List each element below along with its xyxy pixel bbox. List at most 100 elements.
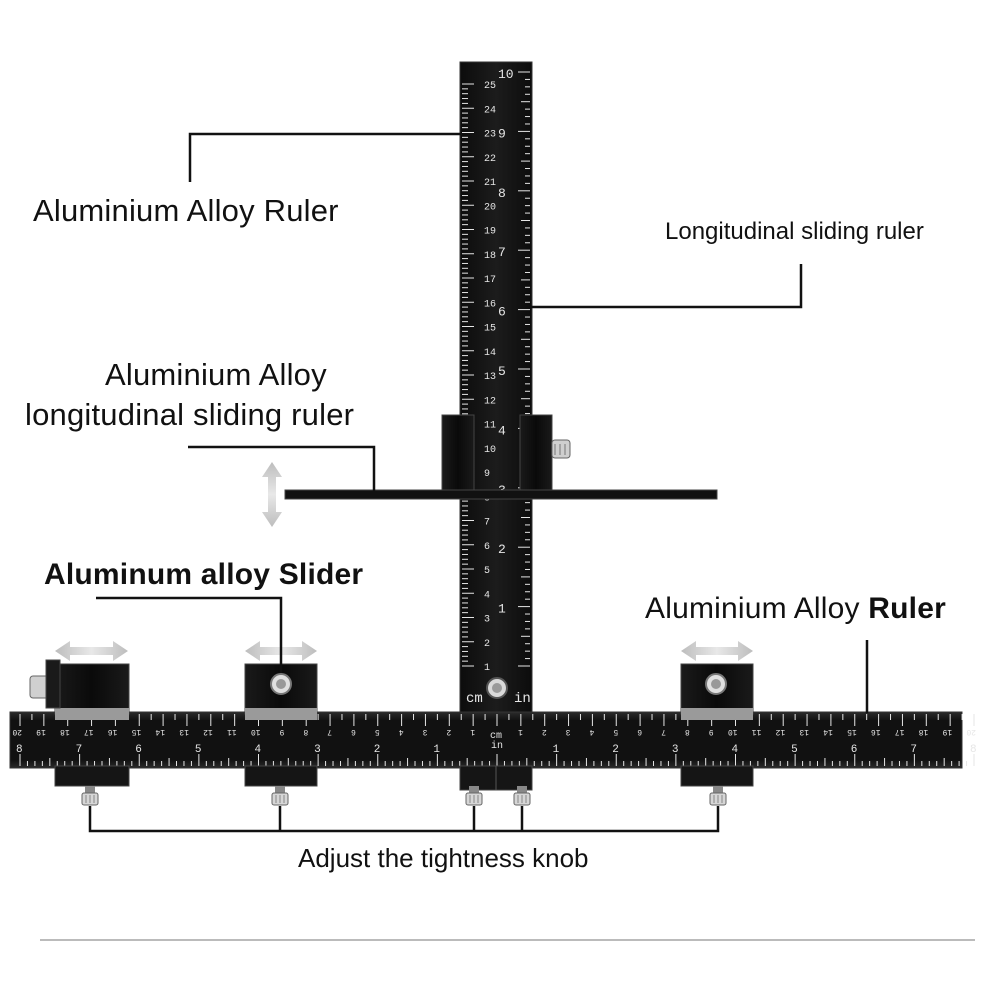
horizontal-cm-label: 4 [589,727,594,736]
tightness-knob-icon[interactable] [271,786,289,806]
leader-crossbar [188,445,376,491]
horizontal-cm-label: 15 [847,727,857,736]
tightness-knob-icon[interactable] [513,786,531,806]
horizontal-ruler-body [9,711,963,769]
horizontal-cm-label: 18 [60,727,70,736]
vertical-cm-label: 2 [484,639,490,650]
horizontal-cm-label: 11 [227,727,237,736]
horizontal-cm-label: 14 [155,727,165,736]
vertical-cm-label: 25 [484,81,496,92]
vertical-in-label: 9 [498,126,506,141]
label-knob: Adjust the tightness knob [298,843,589,873]
slider-3[interactable] [680,663,754,720]
vertical-ruler-ticks: 2524232221201918171615141312111098765432… [462,67,530,674]
horizontal-ruler-in-unit: in [491,740,503,752]
horizontal-in-label: 8 [970,744,977,756]
horizontal-cm-label: 2 [542,727,547,736]
horizontal-cm-label: 3 [566,727,571,736]
horizontal-cm-label: 6 [351,727,356,736]
vertical-in-label: 7 [498,245,506,260]
leader-lines [88,132,869,833]
horizontal-cm-label: 15 [131,727,141,736]
sliding-crossbar [284,414,718,500]
horizontal-cm-label: 7 [327,727,332,736]
tightness-knob-icon[interactable] [81,786,99,806]
horizontal-cm-label: 5 [375,727,380,736]
label-slider: Aluminum alloy Slider [44,558,364,591]
horizontal-cm-label: 5 [613,727,618,736]
leader-slider [96,596,283,673]
leader-top-ruler [188,132,462,182]
horizontal-in-label: 6 [851,744,858,756]
horizontal-cm-label: 17 [84,727,94,736]
crossbar [284,489,718,500]
horizontal-cm-label: 8 [303,727,308,736]
horizontal-cm-label: 12 [775,727,785,736]
vertical-cm-label: 19 [484,227,496,238]
label-longitudinal-ruler: Longitudinal sliding ruler [665,218,924,245]
horizontal-in-label: 2 [374,744,381,756]
horizontal-in-label: 6 [135,744,142,756]
vertical-cm-label: 5 [484,566,490,577]
vertical-in-label: 8 [498,186,506,201]
vertical-cm-label: 21 [484,178,496,189]
double-arrow-horizontal-icon [681,641,753,661]
horizontal-cm-label: 4 [399,727,404,736]
label-top-ruler: Aluminium Alloy Ruler [33,193,339,228]
horizontal-cm-label: 2 [446,727,451,736]
label-bottom-ruler-part2: Ruler [868,592,946,625]
horizontal-cm-label: 9 [709,727,714,736]
horizontal-in-label: 7 [910,744,917,756]
vertical-cm-label: 10 [484,445,496,456]
under-clamps [54,765,754,791]
horizontal-in-label: 5 [195,744,202,756]
horizontal-cm-label: 9 [279,727,284,736]
vertical-in-label: 1 [498,602,506,617]
horizontal-cm-label: 11 [752,727,762,736]
horizontal-cm-label: 13 [179,727,189,736]
vertical-cm-label: 24 [484,105,496,116]
horizontal-cm-label: 8 [685,727,690,736]
vertical-cm-label: 16 [484,299,496,310]
horizontal-in-label: 4 [255,744,262,756]
horizontal-in-label: 1 [433,744,440,756]
vertical-cm-label: 7 [484,518,490,529]
horizontal-cm-label: 14 [823,727,833,736]
double-arrow-vertical-icon [262,462,282,527]
horizontal-cm-label: 13 [799,727,809,736]
vertical-cm-label: 3 [484,615,490,626]
label-bottom-ruler-part1: Aluminium Alloy [645,592,869,625]
tightness-knob-icon[interactable] [709,786,727,806]
crossbar-clamp-left [441,414,475,494]
horizontal-cm-label: 16 [871,727,881,736]
vertical-ruler-in-unit: in [514,691,531,707]
vertical-cm-label: 1 [484,663,490,674]
vertical-in-label: 6 [498,305,506,320]
label-bottom-ruler: Aluminium Alloy Ruler [645,592,946,626]
vertical-cm-label: 4 [484,590,490,601]
vertical-cm-label: 6 [484,542,490,553]
horizontal-in-label: 7 [76,744,83,756]
horizontal-in-label: 3 [314,744,321,756]
vertical-cm-label: 9 [484,469,490,480]
leader-longitudinal [530,264,803,309]
horizontal-cm-label: 7 [661,727,666,736]
horizontal-in-label: 2 [612,744,619,756]
tightness-knob-icon[interactable] [465,786,483,806]
horizontal-cm-label: 12 [203,727,213,736]
horizontal-cm-label: 17 [895,727,905,736]
horizontal-cm-label: 19 [942,727,952,736]
horizontal-in-label: 5 [791,744,798,756]
horizontal-ruler-cm-unit: cm [490,731,502,742]
horizontal-in-label: 4 [732,744,739,756]
vertical-cm-label: 23 [484,130,496,141]
vertical-in-label: 5 [498,364,506,379]
horizontal-in-label: 3 [672,744,679,756]
horizontal-in-label: 1 [553,744,560,756]
horizontal-cm-label: 1 [470,727,475,736]
vertical-cm-label: 13 [484,372,496,383]
vertical-in-label: 2 [498,542,506,557]
label-sliding-ruler-line1: Aluminium Alloy [105,357,327,392]
slider-left-end[interactable] [29,659,130,720]
